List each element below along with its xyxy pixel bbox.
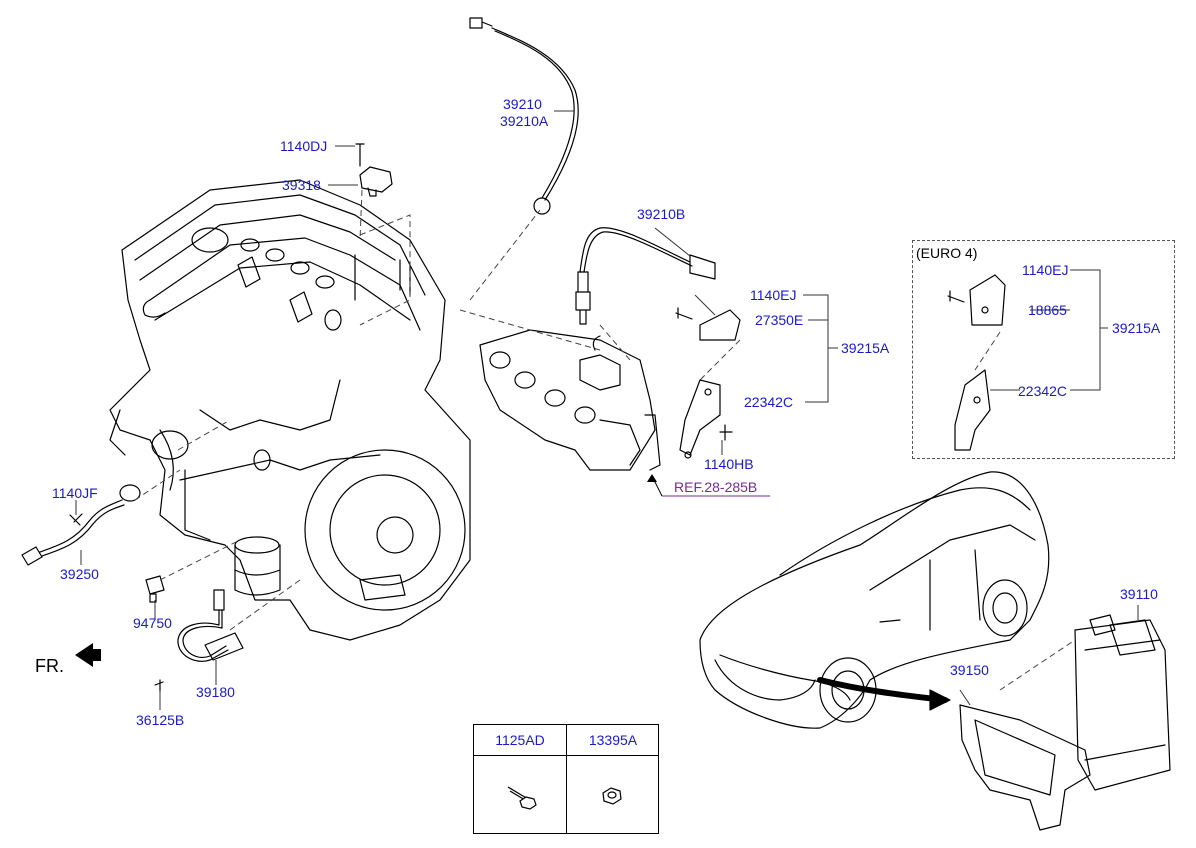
exhaust-manifold-illustration xyxy=(479,329,661,471)
label-39215A[interactable]: 39215A xyxy=(841,340,890,356)
label-39210B[interactable]: 39210B xyxy=(637,206,686,222)
euro4-bracket-illustration xyxy=(947,274,1006,451)
sensor-94750-illustration xyxy=(145,575,165,603)
label-1140HB[interactable]: 1140HB xyxy=(704,456,754,472)
label-94750[interactable]: 94750 xyxy=(133,615,172,631)
label-22342C[interactable]: 22342C xyxy=(744,394,794,410)
label-39110[interactable]: 39110 xyxy=(1120,586,1158,602)
label-36125B[interactable]: 36125B xyxy=(136,712,185,728)
sensor-39250-illustration xyxy=(21,484,141,566)
engine-illustration xyxy=(109,179,471,641)
vehicle-illustration xyxy=(699,471,1050,729)
legend-header-13395A[interactable]: 13395A xyxy=(567,725,659,756)
euro4-variant-box xyxy=(912,240,1175,459)
label-39210A[interactable]: 39210A xyxy=(500,113,549,129)
label-39180[interactable]: 39180 xyxy=(196,684,235,700)
ecu-illustration xyxy=(1074,614,1171,791)
map-sensor-illustration xyxy=(355,143,393,197)
label-ref-28-285B[interactable]: REF.28-285B xyxy=(674,479,758,495)
bolt-icon xyxy=(507,786,537,810)
front-indicator: FR. xyxy=(35,656,64,676)
o2-sensor-front-illustration xyxy=(469,17,579,215)
label-euro4-39215A[interactable]: 39215A xyxy=(1112,320,1161,336)
label-39210[interactable]: 39210 xyxy=(503,96,542,112)
sensor-bracket-illustration xyxy=(675,307,741,459)
label-euro4-18865[interactable]: 18865 xyxy=(1028,302,1067,318)
euro4-title: (EURO 4) xyxy=(916,245,978,261)
label-1140JF[interactable]: 1140JF xyxy=(52,485,98,501)
nut-icon xyxy=(602,787,622,805)
label-27350E[interactable]: 27350E xyxy=(755,312,804,328)
sensor-39180-illustration xyxy=(154,589,244,693)
label-39150[interactable]: 39150 xyxy=(950,662,989,678)
label-1140DJ[interactable]: 1140DJ xyxy=(280,138,328,154)
o2-sensor-rear-illustration xyxy=(575,227,716,325)
label-1140EJ[interactable]: 1140EJ xyxy=(750,287,797,303)
label-euro4-1140EJ[interactable]: 1140EJ xyxy=(1022,262,1069,278)
ecu-bracket-illustration xyxy=(959,704,1091,831)
front-direction-arrow xyxy=(75,643,101,667)
label-39250[interactable]: 39250 xyxy=(60,566,99,582)
label-39318[interactable]: 39318 xyxy=(282,177,321,193)
label-euro4-22342C[interactable]: 22342C xyxy=(1018,383,1068,399)
legend-cell-13395A: 13395A xyxy=(566,725,659,833)
location-arrow xyxy=(817,677,948,703)
legend-header-1125AD[interactable]: 1125AD xyxy=(474,725,566,756)
fastener-legend: 1125AD 13395A xyxy=(473,724,659,834)
legend-cell-1125AD: 1125AD xyxy=(474,725,566,833)
